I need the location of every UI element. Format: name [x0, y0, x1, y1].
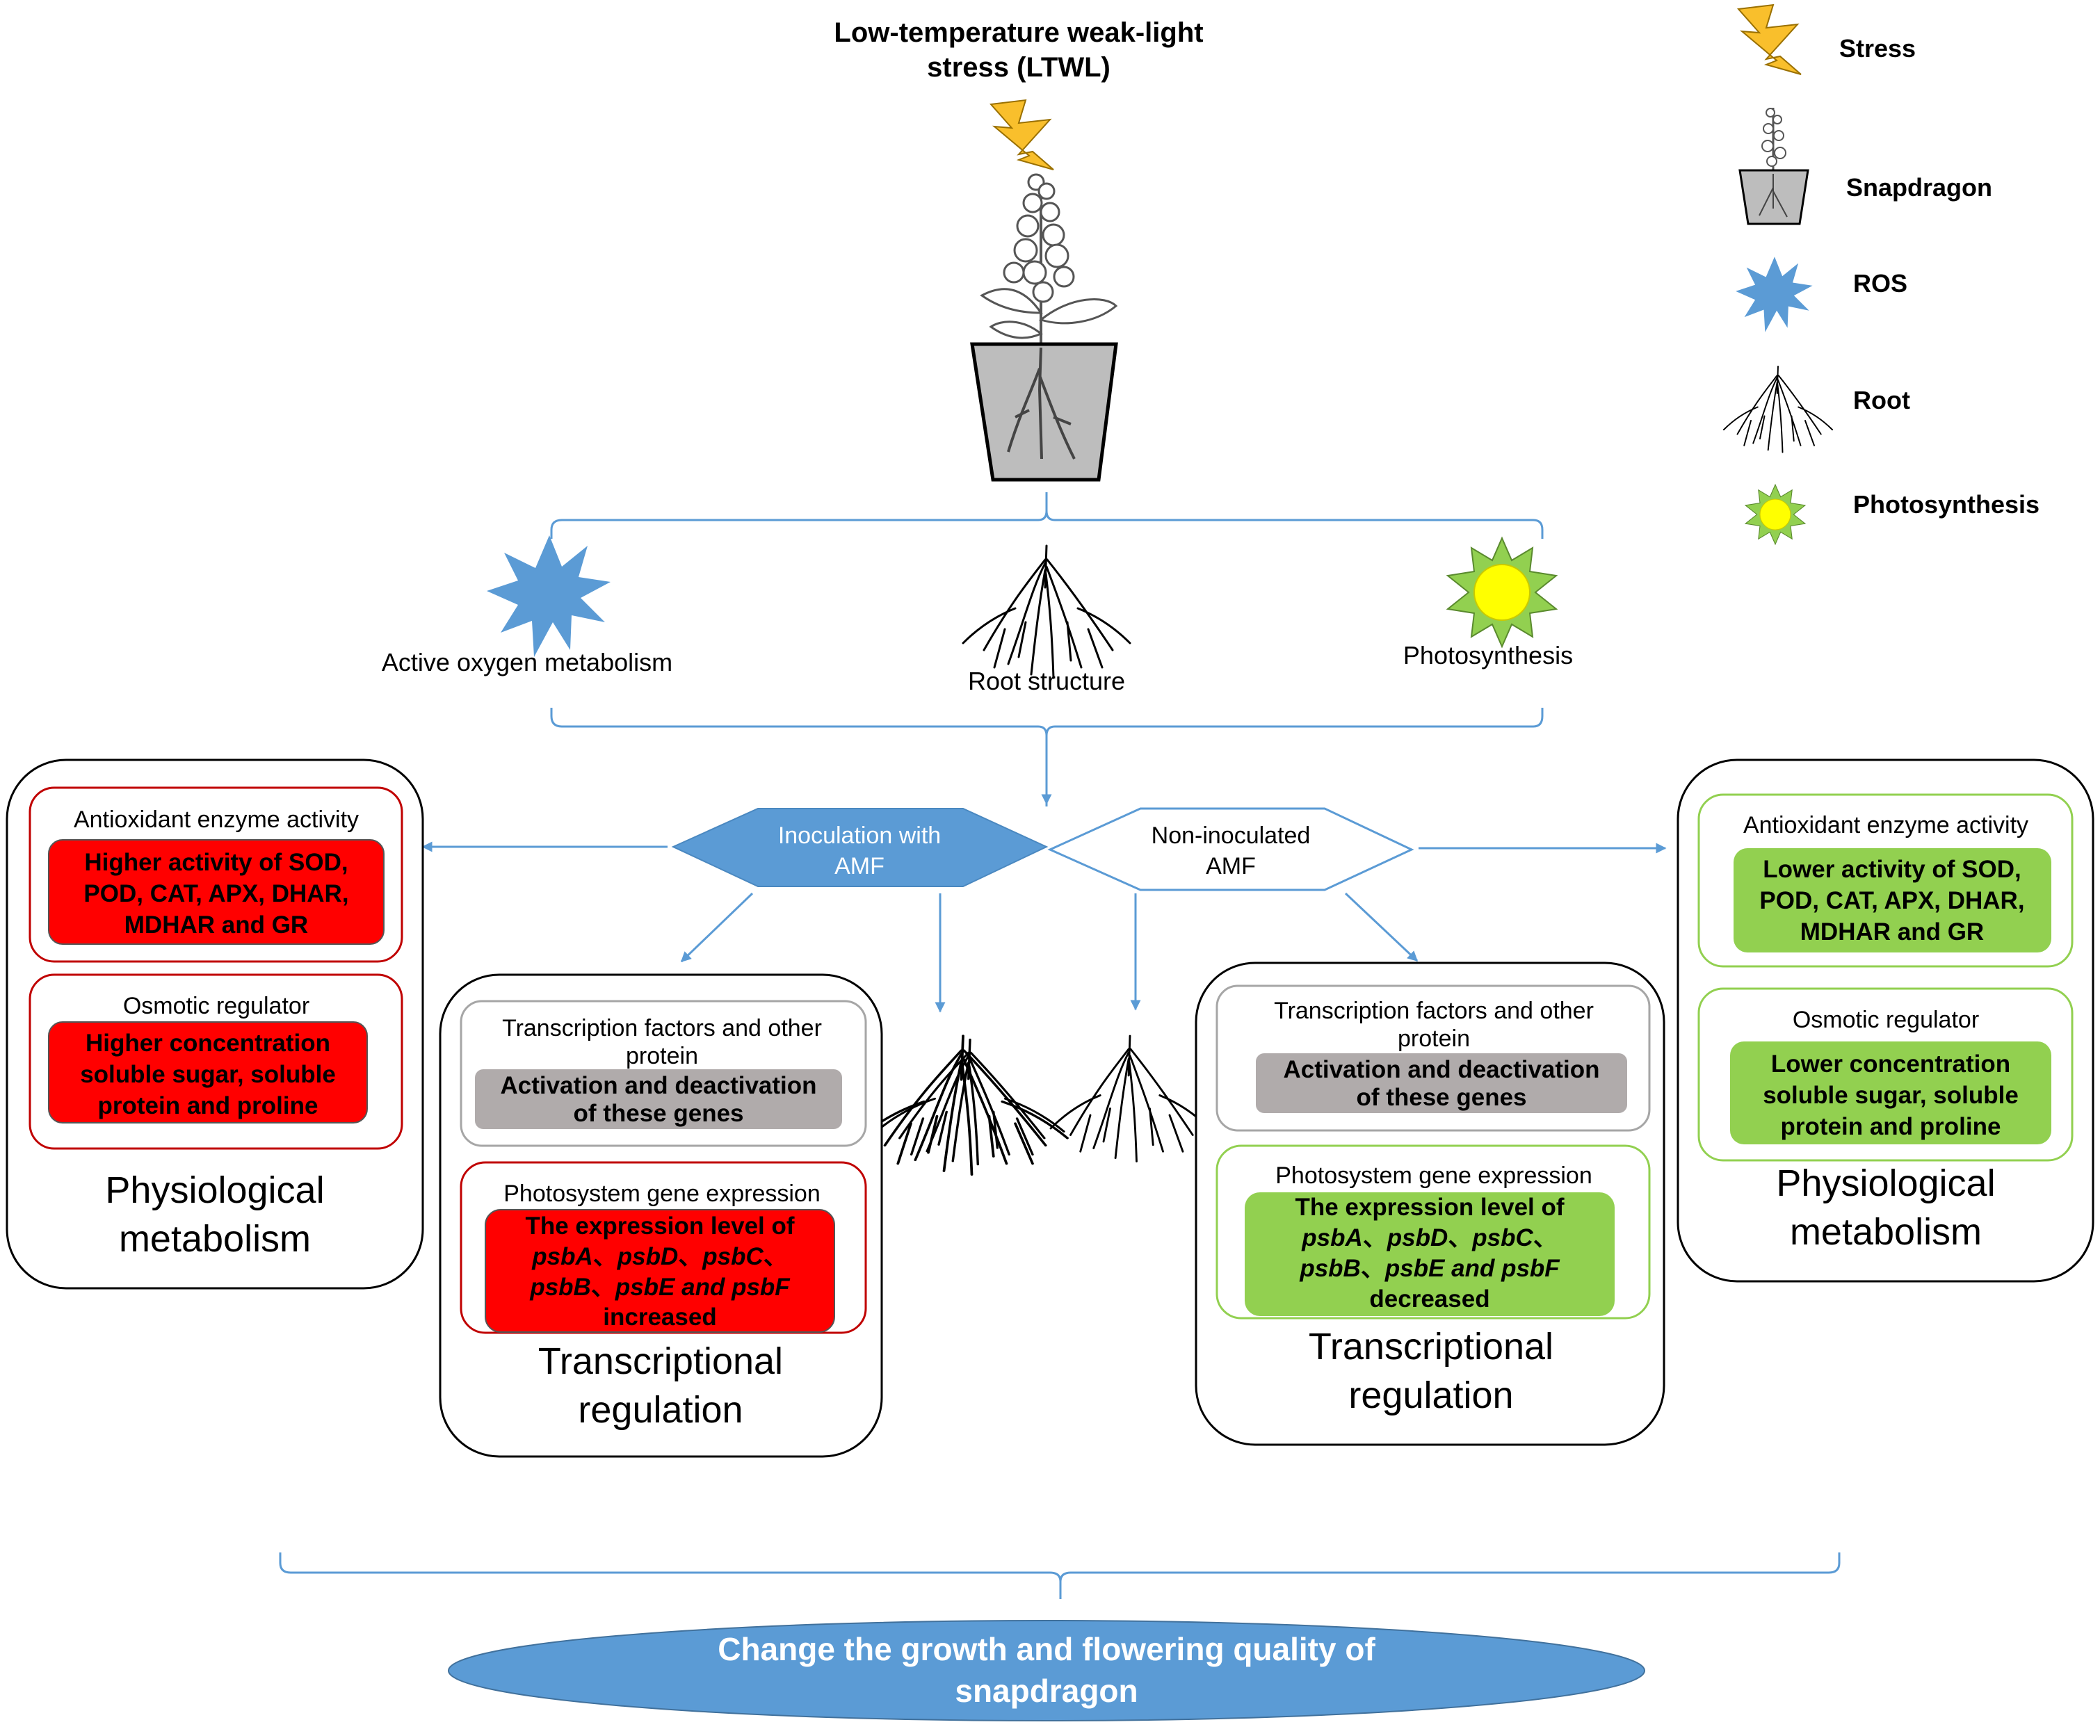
upper-bracket	[550, 492, 1544, 539]
right-tf-title-1: Transcription factors and other	[1274, 998, 1594, 1024]
right-physio-caption-2: metabolism	[1790, 1211, 1982, 1253]
lightning-icon	[1738, 4, 1802, 75]
left-enzyme-line-3: MDHAR and GR	[124, 911, 308, 939]
left-tf-title-1: Transcription factors and other	[502, 1015, 822, 1041]
left-ps-line-4: increased	[603, 1304, 716, 1331]
right-osmotic-line-2: soluble sugar, soluble	[1763, 1082, 2019, 1109]
left-enzyme-title: Antioxidant enzyme activity	[74, 806, 359, 833]
left-enzyme-result	[48, 839, 385, 945]
legend-label-stress: Stress	[1839, 34, 1916, 63]
left-trans-caption-2: regulation	[578, 1389, 743, 1431]
snapdragon-plant-icon	[1738, 108, 1809, 225]
left-ps-line-2: psbA、psbD、psbC、	[531, 1243, 788, 1270]
left-physio-caption-1: Physiological	[105, 1169, 324, 1211]
right-enzyme-line-2: POD, CAT, APX, DHAR,	[1759, 887, 2024, 914]
outcome-line-1: Change the growth and flowering quality …	[718, 1631, 1375, 1667]
left-ps-result	[485, 1209, 835, 1333]
left-ps-line-1: The expression level of	[525, 1212, 794, 1240]
right-tf-title-2: protein	[1398, 1025, 1470, 1052]
gene-label: psbD	[1387, 1224, 1448, 1251]
right-tf-line-2: of these genes	[1356, 1084, 1526, 1111]
ros-star-icon	[487, 535, 611, 657]
left-tf-result	[475, 1069, 842, 1129]
left-osmotic-title: Osmotic regulator	[123, 993, 309, 1019]
inoculation-hexagon	[671, 808, 1049, 887]
non-inoculated-line-1: Non-inoculated	[1152, 822, 1311, 849]
factor-photosynthesis-label: Photosynthesis	[1403, 641, 1573, 670]
title-line-2: stress (LTWL)	[927, 52, 1110, 83]
right-physio-caption-1: Physiological	[1776, 1162, 1995, 1204]
right-ps-line-2: psbA、psbD、psbC、	[1301, 1224, 1558, 1251]
inoculation-line-2: AMF	[834, 853, 885, 879]
legend-label-ros: ROS	[1853, 269, 1907, 298]
left-tf-line-2: of these genes	[573, 1100, 743, 1127]
lower-bracket	[550, 708, 1544, 806]
right-enzyme-result	[1734, 848, 2051, 952]
left-osmotic-line-2: soluble sugar, soluble	[80, 1061, 336, 1088]
left-osmotic-line-3: protein and proline	[98, 1092, 318, 1119]
right-osmotic-title: Osmotic regulator	[1793, 1007, 1979, 1033]
gene-label: psbC	[702, 1243, 764, 1270]
gene-label: psbB	[529, 1274, 591, 1301]
legend-label-root: Root	[1853, 386, 1910, 414]
left-osmotic-line-1: Higher concentration	[86, 1030, 330, 1057]
right-enzyme-line-1: Lower activity of SOD,	[1763, 856, 2021, 883]
outcome-ellipse	[448, 1620, 1645, 1721]
right-tf-result	[1256, 1053, 1627, 1113]
left-tf-line-1: Activation and deactivation	[500, 1072, 816, 1099]
left-ps-title: Photosystem gene expression	[503, 1181, 820, 1207]
non-inoculated-line-2: AMF	[1206, 853, 1256, 879]
left-ps-line-3: psbB、psbE and psbF	[529, 1274, 791, 1301]
legend: Stress Snapdragon ROS Root Photosynthesi…	[1723, 4, 2040, 545]
right-ps-result	[1245, 1192, 1615, 1316]
right-ps-line-4: decreased	[1369, 1285, 1489, 1313]
left-physio-caption-2: metabolism	[119, 1218, 311, 1260]
gene-label: psbD	[617, 1243, 679, 1270]
right-ps-title: Photosystem gene expression	[1275, 1162, 1592, 1189]
left-tf-title-2: protein	[626, 1043, 698, 1069]
gene-label: psbE and psbF	[1384, 1255, 1560, 1282]
root-icon	[962, 544, 1131, 679]
gene-label: psbC	[1471, 1224, 1533, 1251]
right-ps-line-1: The expression level of	[1295, 1194, 1564, 1221]
left-enzyme-line-2: POD, CAT, APX, DHAR,	[83, 880, 348, 907]
right-tf-line-1: Activation and deactivation	[1283, 1056, 1599, 1083]
snapdragon-plant-icon	[970, 173, 1118, 482]
right-enzyme-line-3: MDHAR and GR	[1800, 918, 1984, 946]
sun-icon	[1447, 537, 1557, 647]
right-osmotic-line-1: Lower concentration	[1771, 1050, 2010, 1078]
factor-root-label: Root structure	[968, 667, 1125, 695]
title-line-1: Low-temperature weak-light	[834, 17, 1203, 48]
ros-star-icon	[1736, 257, 1813, 332]
legend-label-snapdragon: Snapdragon	[1846, 173, 1992, 202]
right-trans-caption-1: Transcriptional	[1309, 1326, 1553, 1368]
non-inoculated-hexagon	[1047, 807, 1414, 891]
left-osmotic-result	[48, 1021, 368, 1123]
right-trans-caption-2: regulation	[1348, 1374, 1513, 1416]
sun-icon	[1745, 484, 1806, 545]
factor-ros-label: Active oxygen metabolism	[382, 648, 672, 676]
right-ps-line-3: psbB、psbE and psbF	[1299, 1255, 1560, 1282]
flow-arrows	[421, 841, 1667, 1013]
gene-label: psbB	[1299, 1255, 1361, 1282]
gene-label: psbA	[1301, 1224, 1363, 1251]
left-enzyme-line-1: Higher activity of SOD,	[84, 849, 348, 876]
right-enzyme-title: Antioxidant enzyme activity	[1743, 812, 2028, 838]
outcome-line-2: snapdragon	[955, 1673, 1138, 1709]
dense-root-icon	[857, 1035, 1069, 1176]
sparse-root-icon	[1049, 1035, 1211, 1162]
inoculation-line-1: Inoculation with	[778, 822, 941, 849]
right-osmotic-line-3: protein and proline	[1781, 1113, 2001, 1140]
gene-label: psbA	[531, 1243, 593, 1270]
gene-label: psbE and psbF	[615, 1274, 791, 1301]
left-trans-caption-1: Transcriptional	[538, 1340, 783, 1382]
root-icon	[1723, 366, 1833, 453]
legend-label-photosynthesis: Photosynthesis	[1853, 490, 2040, 519]
right-osmotic-result	[1730, 1041, 2051, 1144]
bottom-bracket	[279, 1552, 1841, 1599]
lightning-icon	[990, 99, 1054, 170]
